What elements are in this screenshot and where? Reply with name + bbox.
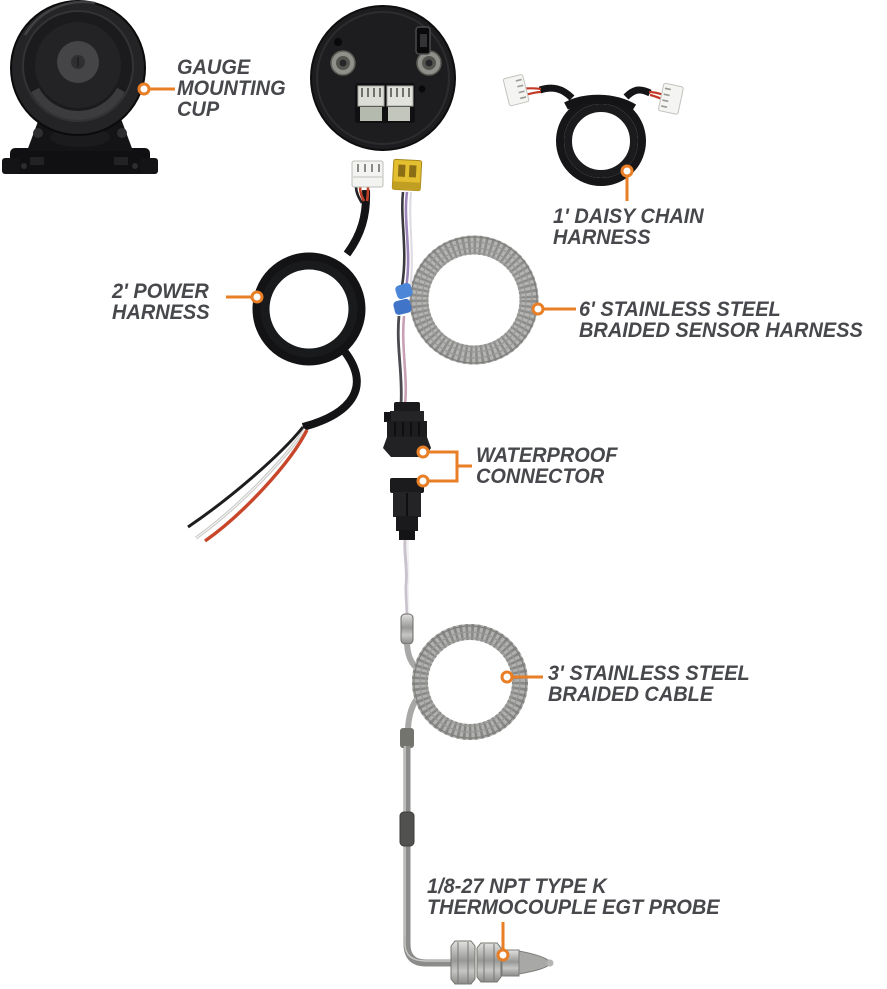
daisy-connector-left [502, 74, 530, 107]
label-egt-probe: 1/8-27 NPT TYPE K THERMOCOUPLE EGT PROBE [427, 875, 720, 919]
leader-daisy-chain [620, 164, 634, 201]
waterproof-connector [383, 402, 431, 587]
label-daisy-chain-harness: 1' DAISY CHAIN HARNESS [553, 205, 704, 249]
gauge-mounting-cup [2, 0, 158, 174]
label-braided-cable: 3' STAINLESS STEEL BRAIDED CABLE [548, 662, 750, 706]
power-harness [187, 160, 384, 543]
label-power-harness: 2' POWER HARNESS [112, 280, 210, 324]
daisy-chain-harness [502, 74, 684, 186]
leader-power-harness [226, 290, 264, 304]
leader-braided-cable [500, 670, 543, 684]
blue-crimp-junctions [393, 282, 413, 315]
gauge-back [310, 5, 456, 151]
egt-probe [399, 728, 554, 985]
leader-waterproof-connector [416, 445, 472, 488]
daisy-connector-right [658, 82, 684, 115]
sensor-connector-yellow [391, 158, 423, 192]
braided-cable [400, 585, 528, 740]
leader-egt-probe [496, 922, 510, 962]
leader-sensor-harness [531, 302, 576, 316]
leader-gauge-mounting-cup [137, 82, 175, 96]
label-waterproof-connector: WATERPROOF CONNECTOR [476, 444, 618, 488]
label-sensor-harness: 6' STAINLESS STEEL BRAIDED SENSOR HARNES… [579, 298, 863, 342]
label-gauge-mounting-cup: GAUGE MOUNTING CUP [177, 56, 286, 121]
power-connector [351, 160, 384, 188]
sensor-harness [393, 191, 539, 405]
